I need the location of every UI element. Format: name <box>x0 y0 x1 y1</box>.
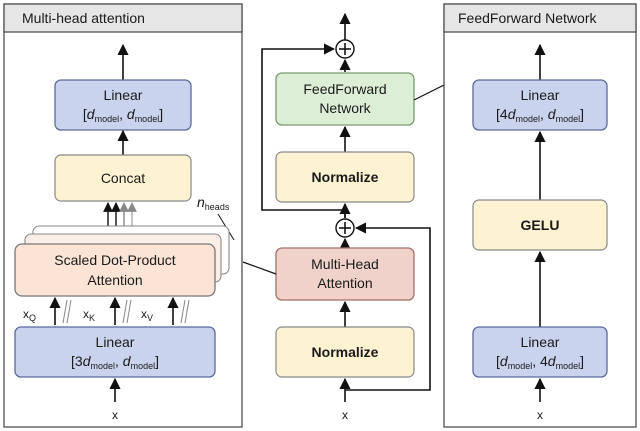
mha-linear-in-label: Linear <box>96 334 135 350</box>
residual-add-mid <box>335 218 355 238</box>
ffn-block-label-line2: Network <box>319 100 371 116</box>
xq-label: xQ <box>23 307 36 323</box>
concat-label: Concat <box>101 170 145 186</box>
xk-label: xK <box>83 307 95 323</box>
mha-linear-in-node: Linear [3dmodel, dmodel] <box>14 326 216 378</box>
residual-mid-path <box>345 222 431 391</box>
mha-block-node: Multi-Head Attention <box>275 247 415 301</box>
ffn-linear-in-label: Linear <box>521 334 560 350</box>
concat-node: Concat <box>54 154 192 202</box>
normalize-top-node: Normalize <box>275 151 415 203</box>
mha-panel-title: Multi-head attention <box>22 10 145 26</box>
normalize-bottom-node: Normalize <box>275 326 415 378</box>
ffn-linear-in-node: Linear [dmodel, 4dmodel] <box>472 326 608 378</box>
mha-linear-out-node: Linear [dmodel, dmodel] <box>54 79 192 131</box>
mha-linear-out-label: Linear <box>104 87 143 103</box>
gelu-label: GELU <box>521 217 560 233</box>
mha-block-label-line1: Multi-Head <box>311 256 379 272</box>
mha-zoom-connector <box>242 261 277 275</box>
normalize-top-label: Normalize <box>312 169 379 185</box>
ffn-panel-title: FeedForward Network <box>458 10 597 26</box>
n-heads-label: nheads <box>197 194 230 212</box>
ffn-block-label-line1: FeedForward <box>303 81 386 97</box>
residual-add-top <box>335 39 355 59</box>
sdpa-label-line1: Scaled Dot-Product <box>54 252 176 268</box>
ffn-zoom-connector <box>413 84 445 101</box>
ffn-linear-out-node: Linear [4dmodel, dmodel] <box>472 79 608 131</box>
qkv-ghost-arrows <box>62 299 190 324</box>
sdpa-label-line2: Attention <box>87 272 142 288</box>
xv-label: xV <box>141 307 153 323</box>
ffn-input-label: x <box>537 408 543 422</box>
ffn-block-node: FeedForward Network <box>275 72 415 126</box>
normalize-bottom-label: Normalize <box>312 344 379 360</box>
mha-block-label-line2: Attention <box>317 275 372 291</box>
gelu-node: GELU <box>472 199 608 251</box>
sdpa-stack: Scaled Dot-Product Attention <box>14 225 230 297</box>
ffn-linear-out-label: Linear <box>521 87 560 103</box>
block-input-label: x <box>342 408 348 422</box>
mha-input-label: x <box>112 408 118 422</box>
